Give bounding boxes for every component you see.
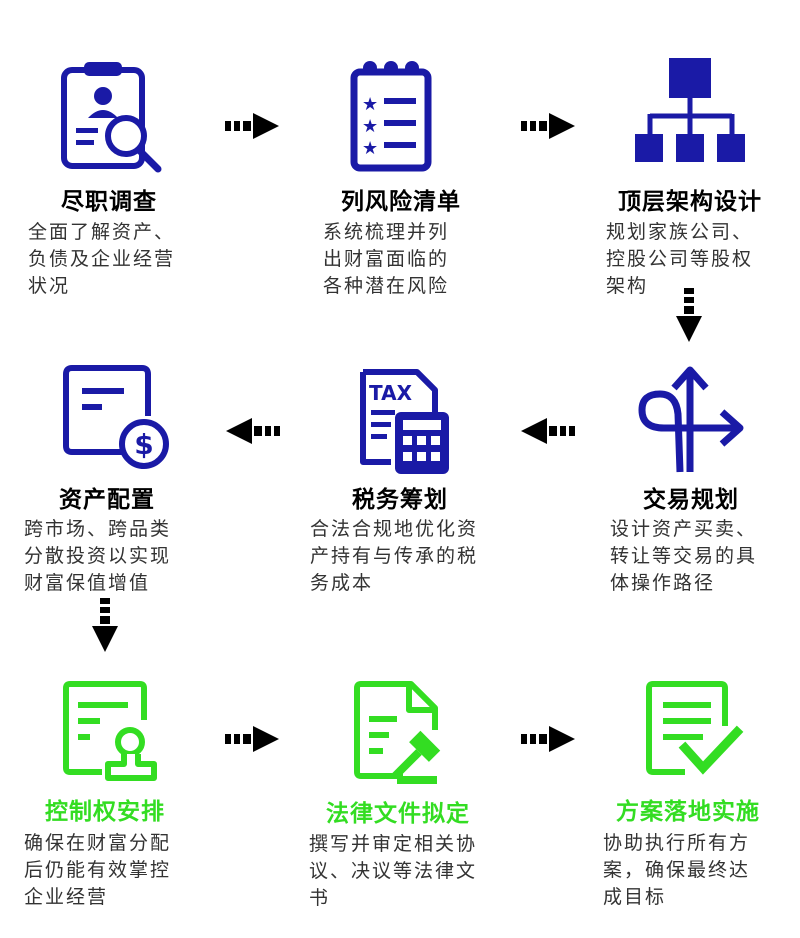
checklist-icon: ★ ★ ★	[350, 61, 432, 172]
svg-text:★: ★	[362, 94, 378, 115]
step-description: 规划家族公司、控股公司等股权架构	[606, 221, 754, 297]
route-split-icon	[638, 366, 744, 473]
step-description: 系统梳理并列出财富面临的各种潜在风险	[323, 221, 450, 297]
step-description: 跨市场、跨品类分散投资以实现财富保值增值	[24, 518, 172, 594]
step-title: 顶层架构设计	[618, 188, 762, 215]
step-title: 控制权安排	[45, 798, 165, 825]
tax-calculator-icon: TAX	[360, 369, 449, 474]
step-title: 交易规划	[643, 486, 739, 513]
document-stamp-icon	[63, 681, 157, 781]
step-description: 确保在财富分配后仍能有效掌控企业经营	[24, 832, 172, 908]
arrow-right-icon	[225, 113, 279, 139]
svg-text:TAX: TAX	[369, 381, 413, 405]
arrow-right-icon	[521, 726, 575, 752]
step-title: 列风险清单	[341, 188, 461, 215]
step-title: 尽职调查	[61, 188, 157, 215]
org-chart-icon	[635, 58, 745, 162]
step-title: 方案落地实施	[616, 798, 760, 825]
step-title: 资产配置	[59, 486, 155, 513]
arrow-right-icon	[225, 726, 279, 752]
arrow-down-icon	[676, 288, 702, 342]
step-title: 法律文件拟定	[326, 800, 470, 827]
step-title: 税务筹划	[352, 486, 448, 513]
step-description: 协助执行所有方案，确保最终达成目标	[603, 832, 751, 908]
svg-text:$: $	[134, 428, 153, 461]
id-card-search-icon	[61, 62, 162, 173]
document-check-icon	[646, 681, 744, 775]
step-description: 全面了解资产、负债及企业经营状况	[28, 221, 176, 297]
step-description: 撰写并审定相关协议、决议等法律文书	[309, 833, 478, 909]
arrow-down-icon	[92, 598, 118, 652]
svg-text:★: ★	[362, 138, 378, 159]
svg-text:★: ★	[362, 116, 378, 137]
arrow-left-icon	[226, 418, 280, 444]
step-description: 合法合规地优化资产持有与传承的税务成本	[310, 518, 479, 594]
arrow-right-icon	[521, 113, 575, 139]
step-description: 设计资产买卖、转让等交易的具体操作路径	[610, 518, 758, 594]
document-gavel-icon	[354, 681, 441, 784]
document-dollar-icon: $	[63, 365, 169, 469]
arrow-left-icon	[521, 418, 575, 444]
